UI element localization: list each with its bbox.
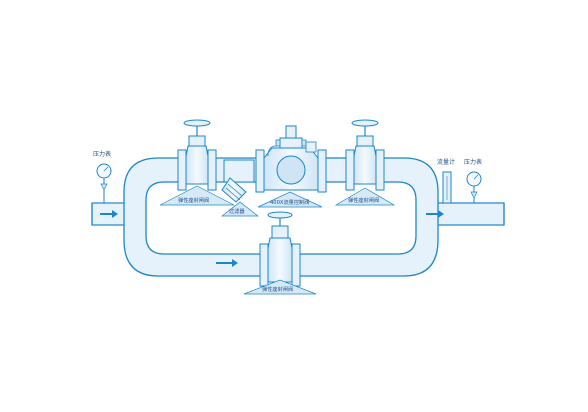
outlet-flow-arrow	[426, 210, 444, 218]
pressure-gauge-outlet: 压力表	[464, 158, 482, 203]
bypass-flow-arrow	[216, 259, 238, 267]
pressure-gauge-inlet: 压力表	[93, 150, 112, 203]
gate-valve-right	[345, 119, 385, 191]
gate-valve-left-label: 弹性座封闸阀	[178, 196, 209, 204]
gate-valve-bypass	[259, 211, 301, 287]
handwheel-icon	[351, 119, 379, 127]
strainer	[221, 159, 255, 203]
gate-valve-right-label: 弹性座封闸阀	[348, 196, 379, 204]
flow-meter: 流量计	[437, 158, 455, 204]
flow-control-valve	[255, 125, 327, 193]
handwheel-icon	[267, 211, 293, 219]
gate-valve-bypass-label: 弹性座封闸阀	[262, 285, 293, 293]
gate-valve-left	[177, 119, 217, 191]
inlet-flow-arrow	[100, 210, 118, 218]
handwheel-icon	[183, 119, 211, 127]
label-tags: 弹性座封闸阀 过滤器 400X流量控制阀 弹性座封闸阀 弹性座封闸阀	[159, 185, 396, 295]
control-valve-label: 400X流量控制阀	[270, 198, 309, 206]
strainer-label: 过滤器	[229, 207, 245, 215]
pressure-gauge-outlet-label: 压力表	[464, 158, 482, 166]
flow-meter-label: 流量计	[437, 158, 455, 166]
flow-arrows	[100, 210, 444, 267]
pressure-gauge-inlet-label: 压力表	[93, 150, 111, 158]
